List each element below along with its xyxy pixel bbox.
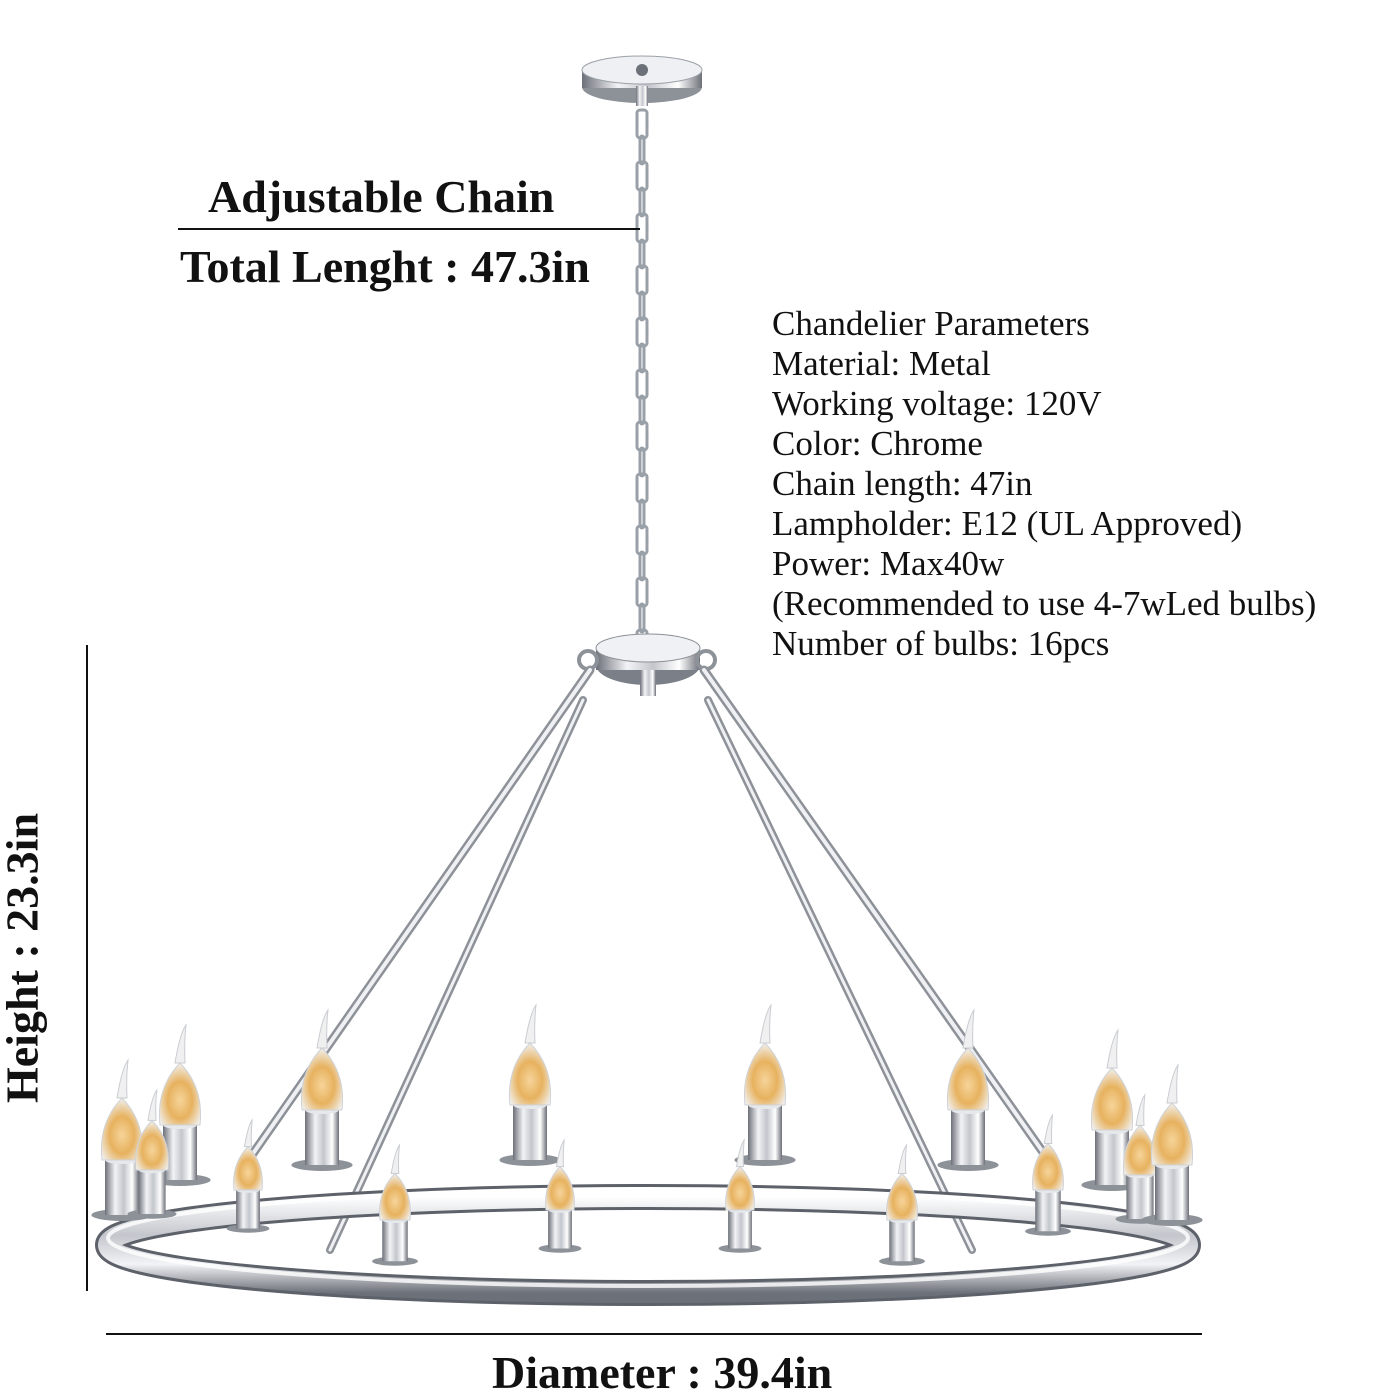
diameter-dimension-rule xyxy=(106,1333,1202,1335)
chain-link xyxy=(638,134,646,166)
candle-socket xyxy=(538,1138,582,1253)
chandelier-ring xyxy=(95,1184,1201,1306)
candle-socket xyxy=(937,1008,999,1171)
height-label: Height : 23.3in xyxy=(0,812,48,1104)
candle-socket xyxy=(372,1143,418,1266)
chain-link xyxy=(635,108,649,140)
spec-lampholder: Lampholder: E12 (UL Approved) xyxy=(772,504,1243,543)
chain-link xyxy=(635,368,649,400)
chain-link xyxy=(638,290,646,322)
chain-dimension-rule xyxy=(178,228,640,230)
chain-link xyxy=(638,238,646,270)
chain-title-label: Adjustable Chain xyxy=(208,171,555,222)
chain-link xyxy=(638,186,646,218)
candle-socket xyxy=(291,1008,353,1171)
candle-socket xyxy=(879,1143,925,1266)
candle-socket xyxy=(734,1003,796,1166)
spec-voltage: Working voltage: 120V xyxy=(772,384,1102,423)
hub xyxy=(577,633,717,696)
chain xyxy=(635,108,649,660)
chain-link xyxy=(638,550,646,582)
candle-sockets xyxy=(91,1003,1203,1266)
spec-bulbs: Number of bulbs: 16pcs xyxy=(772,624,1110,663)
candle-socket xyxy=(127,1088,177,1219)
support-rods xyxy=(240,665,1057,1254)
chain-link xyxy=(635,160,649,192)
spec-list: Chandelier Parameters Material: Metal Wo… xyxy=(772,304,1316,664)
candle-socket xyxy=(718,1138,762,1253)
spec-color: Color: Chrome xyxy=(772,424,983,463)
chain-link xyxy=(635,576,649,608)
candle-socket xyxy=(499,1003,561,1166)
chain-link xyxy=(635,264,649,296)
chain-link xyxy=(638,394,646,426)
chain-link xyxy=(635,420,649,452)
chain-link xyxy=(635,524,649,556)
diameter-label: Diameter : 39.4in xyxy=(492,1347,833,1398)
candle-socket xyxy=(1025,1113,1071,1236)
chain-link xyxy=(635,472,649,504)
candle-socket xyxy=(226,1118,270,1233)
spec-material: Material: Metal xyxy=(772,344,991,383)
spec-recommend: (Recommended to use 4-7wLed bulbs) xyxy=(772,584,1317,623)
chain-length-label: Total Lenght : 47.3in xyxy=(180,241,590,292)
candle-socket xyxy=(1141,1063,1203,1226)
chain-link xyxy=(638,498,646,530)
chain-link xyxy=(638,602,646,634)
spec-chain: Chain length: 47in xyxy=(772,464,1033,503)
chain-link xyxy=(638,446,646,478)
spec-power: Power: Max40w xyxy=(772,544,1005,583)
canopy xyxy=(581,55,703,106)
candle-socket xyxy=(1115,1093,1165,1224)
chain-link xyxy=(638,342,646,374)
height-dimension-rule xyxy=(86,645,88,1291)
spec-title: Chandelier Parameters xyxy=(772,304,1090,343)
chain-link xyxy=(635,316,649,348)
